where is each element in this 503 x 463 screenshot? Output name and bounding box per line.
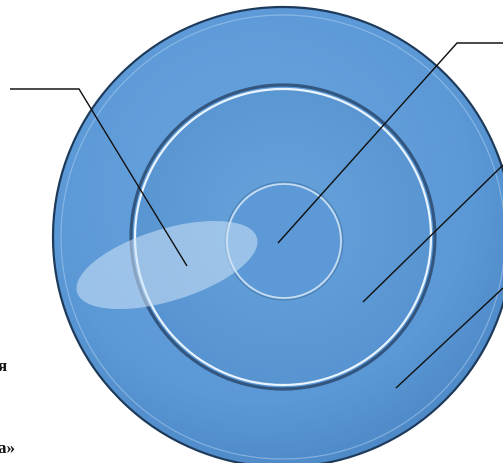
label-fragment-2: a» — [0, 439, 15, 456]
label-fragment-1: я — [0, 357, 7, 374]
